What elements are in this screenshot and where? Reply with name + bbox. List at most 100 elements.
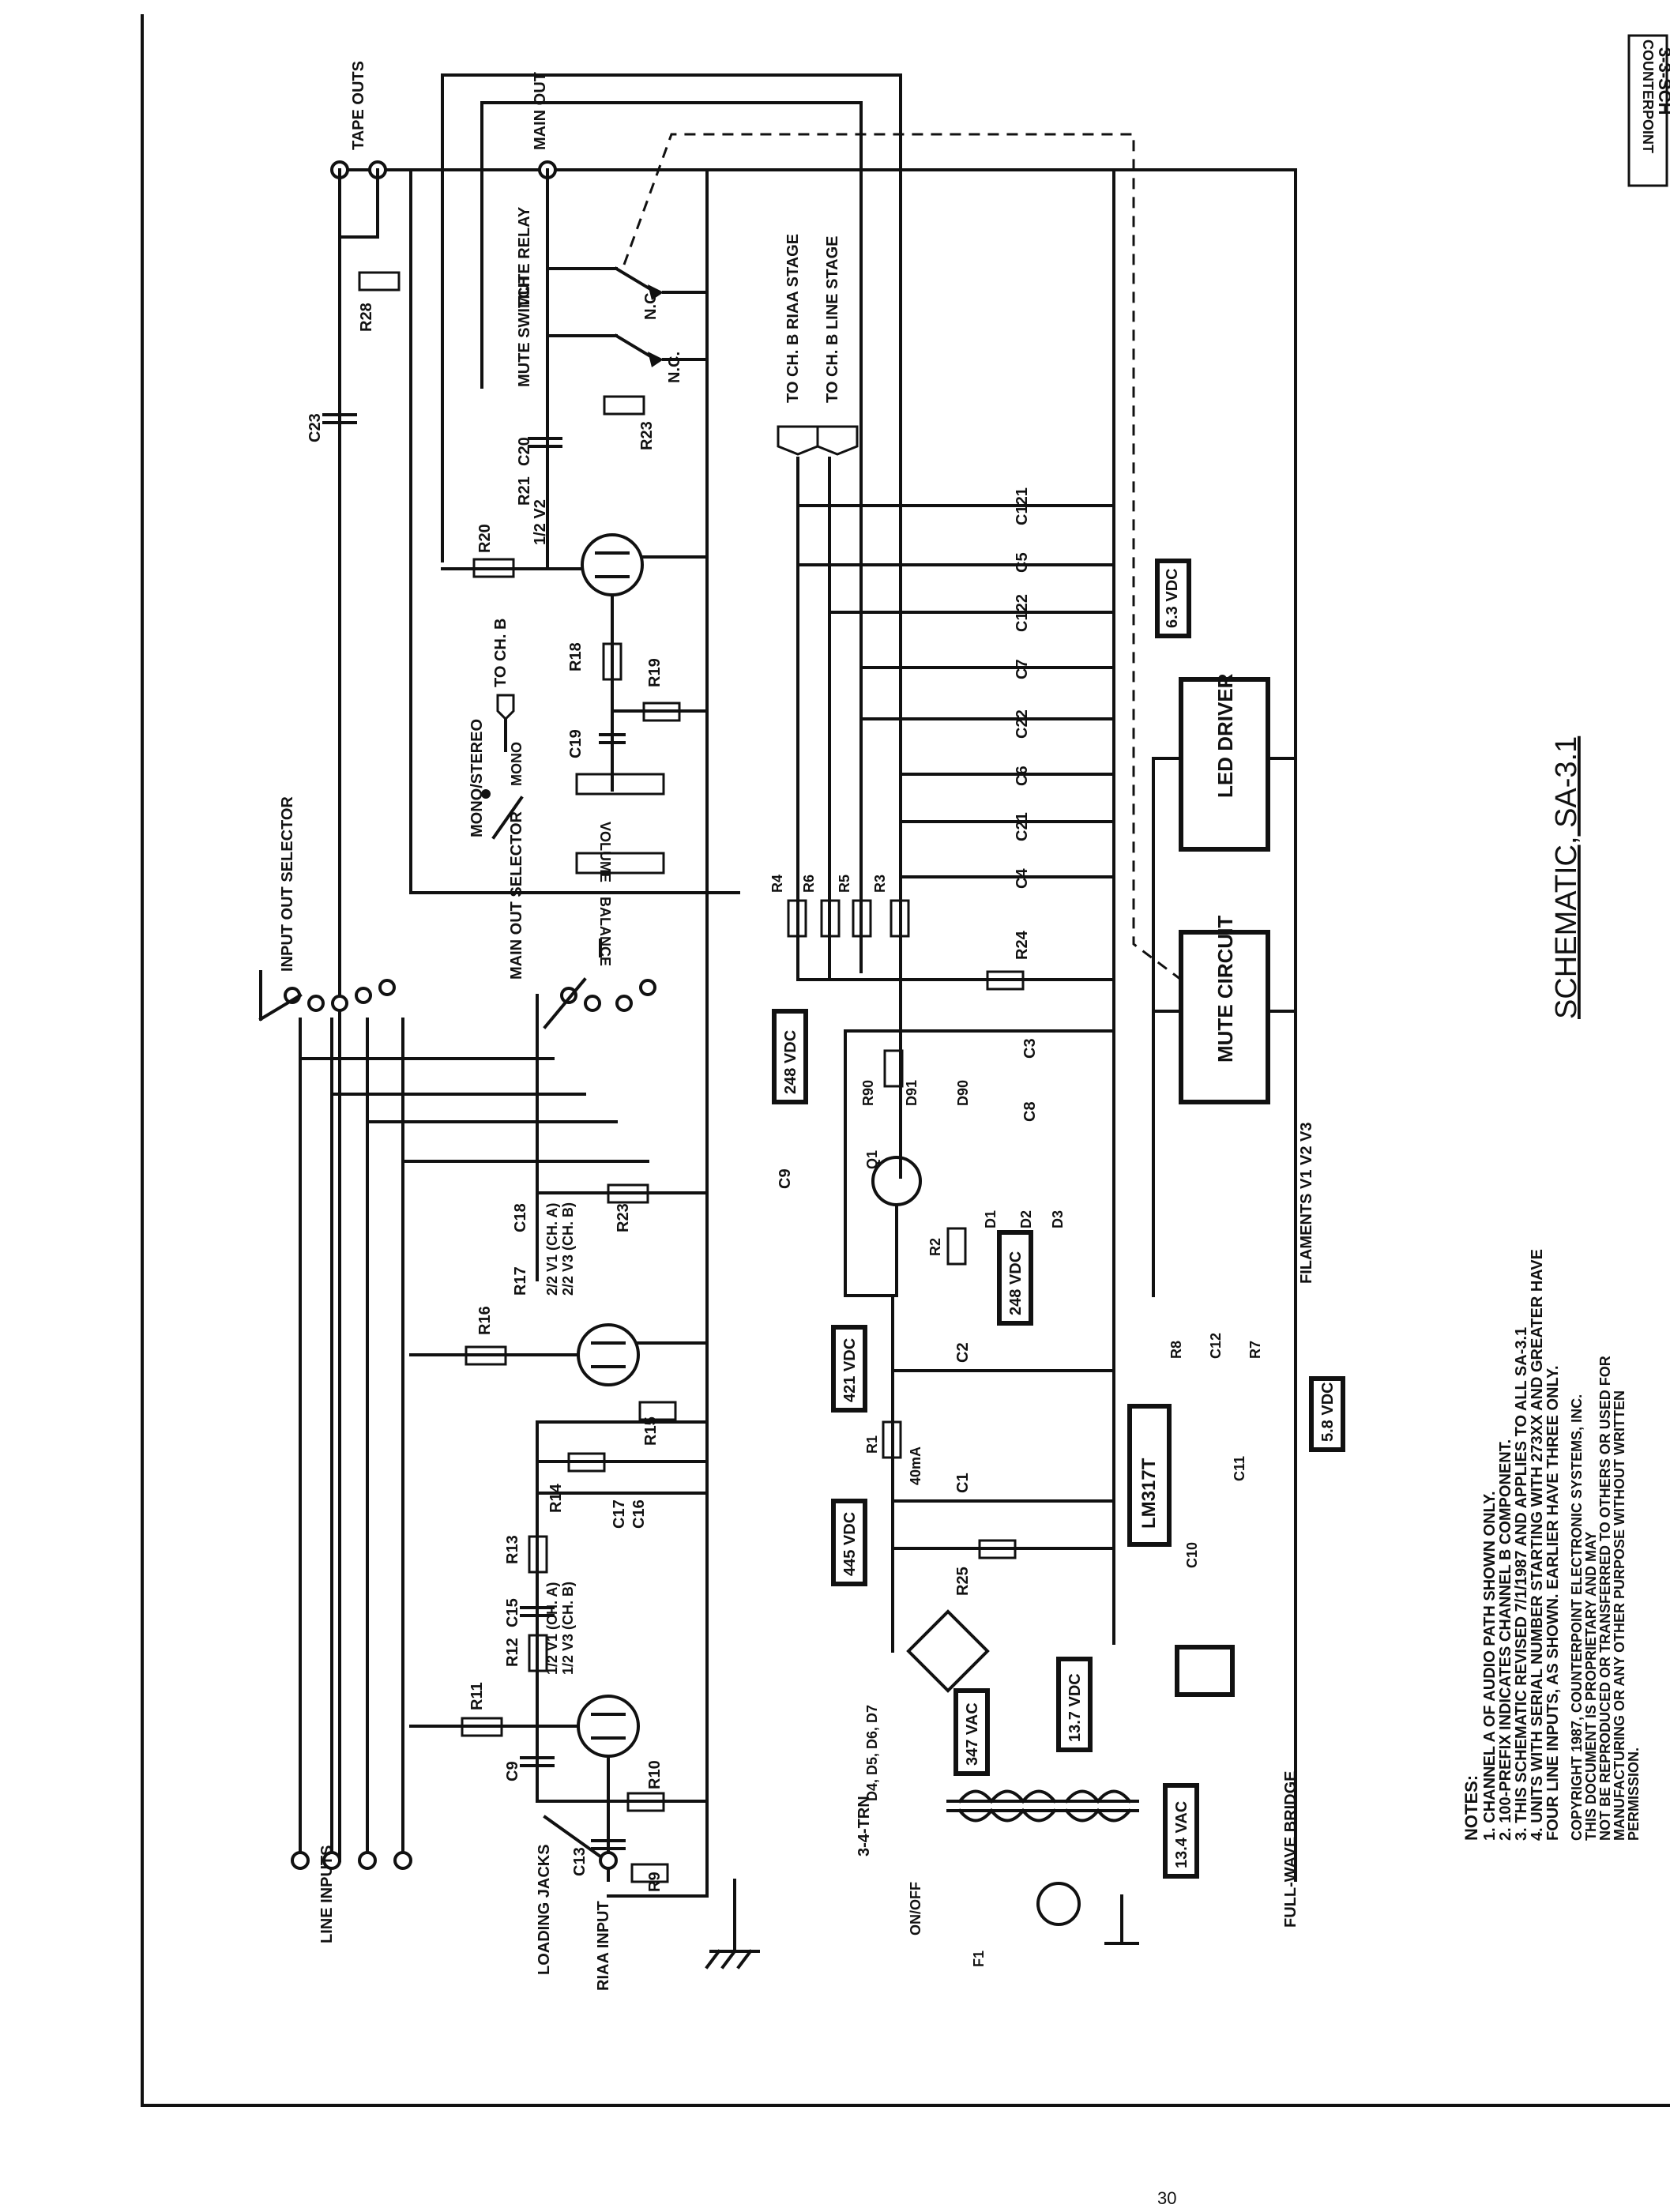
- voltage-347-label: 347 VAC: [964, 1702, 981, 1766]
- filaments-label: FILAMENTS V1 V2 V3: [1298, 1123, 1315, 1285]
- main-out-selector-contacts: [543, 939, 656, 1029]
- power-supply-section: TO CH. B RIAA STAGE TO CH. B LINE STAGE …: [769, 168, 1345, 1967]
- label-c17: C17: [611, 1499, 628, 1529]
- label-q1: Q1: [864, 1150, 880, 1169]
- dropping-resistors: R4 R6 R5 R3 R24: [769, 875, 1115, 991]
- tag-doc-number: 3-3-SCH: [1655, 47, 1670, 115]
- label-r10: R10: [646, 1760, 664, 1789]
- label-c122: C122: [1014, 594, 1031, 632]
- tube-v2-label: 1/2 V2: [532, 499, 549, 545]
- voltage-347: [953, 1688, 990, 1776]
- line-input-jack-3: [358, 1851, 377, 1870]
- transistor-q1: [871, 1156, 922, 1206]
- note-3: 3. THIS SCHEMATIC REVISED 7/1/1987 AND A…: [1513, 1327, 1530, 1841]
- line-input-jack-2: [322, 1851, 341, 1870]
- line-input-jack-4: [393, 1851, 412, 1870]
- label-c13: C13: [571, 1847, 589, 1876]
- label-c8: C8: [1021, 1101, 1039, 1122]
- label-c18: C18: [512, 1203, 529, 1232]
- tube-v2: [581, 533, 644, 596]
- label-c10: C10: [1184, 1542, 1200, 1568]
- tube-v1b-label-a: 2/2 V1 (CH. A): [544, 1203, 560, 1296]
- page-number: 30: [1157, 2188, 1176, 2208]
- lm317-regulator: [1127, 1404, 1172, 1547]
- label-r23-bottom: R23: [615, 1203, 632, 1232]
- page-frame: [141, 14, 1670, 2107]
- tube-v1a-label-a: 1/2 V1 (CH. A): [544, 1582, 560, 1675]
- label-c121: C121: [1014, 487, 1031, 525]
- label-r1: R1: [864, 1435, 880, 1454]
- voltage-5-8-label: 5.8 VDC: [1319, 1382, 1337, 1442]
- label-r2: R2: [927, 1238, 943, 1256]
- voltage-6-3-label: 6.3 VDC: [1164, 568, 1181, 628]
- label-c12: C12: [1208, 1333, 1224, 1359]
- label-r21: R21: [516, 476, 533, 506]
- mono-stereo-label: MONO/STEREO: [468, 719, 486, 837]
- transformer-label: 3-4-TRN: [856, 1796, 873, 1856]
- voltage-421-label: 421 VDC: [841, 1338, 859, 1402]
- mute-circuit-block: [1179, 930, 1270, 1104]
- main-out-label: MAIN OUT: [532, 72, 549, 150]
- balance-pot: [575, 852, 665, 875]
- copyright-5: PERMISSION.: [1626, 1747, 1642, 1841]
- document-tag: COUNTERPOINT 3-3-SCH: [1627, 34, 1670, 187]
- label-c23: C23: [307, 413, 324, 442]
- label-r6: R6: [801, 875, 817, 893]
- label-r11: R11: [468, 1682, 486, 1710]
- label-f1: F1: [971, 1951, 987, 1967]
- label-d91: D91: [904, 1080, 920, 1106]
- note-1: 1. CHANNEL A OF AUDIO PATH SHOWN ONLY.: [1481, 1491, 1499, 1841]
- label-d3: D3: [1050, 1210, 1066, 1228]
- label-c15: C15: [504, 1598, 521, 1627]
- voltage-6-3: [1155, 559, 1191, 638]
- copyright-3: NOT BE REPRODUCED OR TRANSFERRED TO OTHE…: [1597, 1356, 1613, 1841]
- voltage-248-a-label: 248 VDC: [782, 1030, 799, 1094]
- riaa-input-label: RIAA INPUT: [595, 1901, 612, 1991]
- copyright-2: THIS DOCUMENT IS PROPRIETARY AND MAY: [1583, 1532, 1599, 1841]
- voltage-248-a: [772, 1009, 808, 1104]
- voltage-248-b-label: 248 VDC: [1007, 1251, 1025, 1315]
- line-input-jack-1: [291, 1851, 310, 1870]
- label-r23-top: R23: [638, 421, 656, 450]
- label-r7: R7: [1247, 1341, 1263, 1359]
- power-transformer: [946, 1789, 1139, 1823]
- filter-capacitor-labels: C121 C5 C122 C7 C22 C6 C21 C4: [1014, 487, 1031, 889]
- label-r9: R9: [646, 1872, 664, 1892]
- voltage-13-4-label: 13.4 VAC: [1173, 1801, 1190, 1868]
- voltage-5-8: [1309, 1376, 1345, 1452]
- nc-label-2: N.C.: [666, 352, 683, 383]
- label-c7: C7: [1014, 659, 1031, 679]
- label-r14: R14: [547, 1483, 565, 1513]
- label-d4-d7: D4, D5, D6, D7: [864, 1705, 880, 1801]
- label-d90: D90: [955, 1080, 971, 1106]
- voltage-421: [831, 1325, 867, 1413]
- label-c20: C20: [516, 437, 533, 466]
- line-inputs-label: LINE INPUTS: [318, 1845, 336, 1943]
- label-r90: R90: [860, 1080, 876, 1106]
- tape-outs-label: TAPE OUTS: [350, 61, 367, 150]
- voltage-13-7-label: 13.7 VDC: [1066, 1673, 1084, 1742]
- led-driver-label: LED DRIVER: [1213, 673, 1237, 798]
- label-r4: R4: [769, 875, 785, 893]
- bridge-label: FULL-WAVE BRIDGE: [1282, 1770, 1300, 1928]
- regulator-label: LM317T: [1138, 1458, 1160, 1529]
- label-r8: R8: [1168, 1341, 1184, 1359]
- tube-v1a-label-b: 1/2 V3 (CH. B): [560, 1582, 576, 1675]
- audio-section: TAPE OUTS MAIN OUT R28 C23 MUTE RELAY MU…: [258, 61, 1297, 1991]
- label-c3: C3: [1021, 1038, 1039, 1059]
- label-r24: R24: [1014, 930, 1031, 960]
- label-c2: C2: [954, 1342, 972, 1363]
- input-selector-label: INPUT OUT SELECTOR: [279, 796, 296, 972]
- mute-relay-label: MUTE RELAY: [516, 206, 533, 308]
- riaa-input-jack: [599, 1851, 618, 1870]
- mute-circuit-label: MUTE CIRCUIT: [1213, 916, 1237, 1063]
- label-c19: C19: [567, 729, 585, 758]
- note-2: 2. 100-PREFIX INDICATES CHANNEL B COMPON…: [1497, 1439, 1514, 1841]
- label-r16: R16: [476, 1306, 494, 1335]
- label-c4: C4: [1014, 868, 1031, 889]
- label-r18: R18: [567, 642, 585, 672]
- mute-switch-label: MUTE SWITCH: [516, 276, 533, 387]
- tube-v1-second-half: [577, 1323, 640, 1386]
- label-r19: R19: [646, 658, 664, 687]
